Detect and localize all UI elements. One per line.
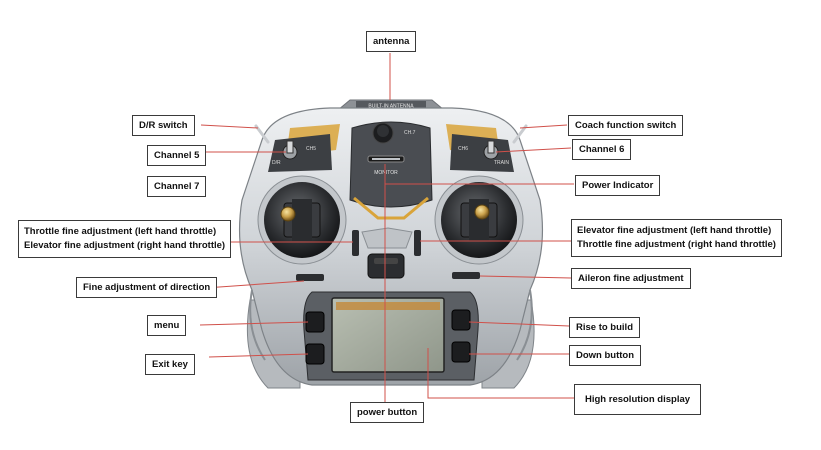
label-dr-switch: D/R switch xyxy=(132,115,195,136)
down-key xyxy=(451,341,471,363)
label-antenna: antenna xyxy=(366,31,417,52)
label-elevator-fine-right: Elevator fine adjustment (right hand thr… xyxy=(24,240,226,251)
right-horizontal-trim xyxy=(452,272,480,279)
label-throttle-fine-right: Throttle fine adjustment (right hand thr… xyxy=(577,239,776,250)
label-menu: menu xyxy=(147,315,187,336)
monitor-text: MONITOR xyxy=(374,170,398,176)
svg-text:CH.7: CH.7 xyxy=(404,130,416,136)
power-button-key xyxy=(367,253,405,279)
label-power-indicator: Power Indicator xyxy=(575,175,661,196)
leader-lines xyxy=(199,53,574,402)
label-throttle-fine-left: Throttle fine adjustment (left hand thro… xyxy=(24,226,217,237)
label-high-res-display: High resolution display xyxy=(574,384,702,415)
up-key xyxy=(451,309,471,331)
label-channel7: Channel 7 xyxy=(147,176,207,197)
menu-key xyxy=(305,311,325,333)
antenna-plate-text: BUILT-IN ANTENNA xyxy=(368,104,414,110)
left-horizontal-trim xyxy=(296,274,324,281)
svg-text:TRAIN: TRAIN xyxy=(494,160,509,166)
svg-text:CH6: CH6 xyxy=(458,146,468,152)
label-exit-key: Exit key xyxy=(145,354,195,375)
exit-key-button xyxy=(305,343,325,365)
svg-text:CH5: CH5 xyxy=(306,146,316,152)
label-rise-to-build: Rise to build xyxy=(569,317,640,338)
label-fine-direction: Fine adjustment of direction xyxy=(76,277,218,298)
label-down-button: Down button xyxy=(569,345,642,366)
label-power-button: power button xyxy=(350,402,425,423)
right-vertical-trim xyxy=(414,230,421,256)
label-coach-switch: Coach function switch xyxy=(568,115,684,136)
display-screen xyxy=(331,297,445,373)
label-channel6: Channel 6 xyxy=(572,139,632,160)
label-aileron-fine: Aileron fine adjustment xyxy=(571,268,691,289)
svg-text:D/R: D/R xyxy=(272,160,281,166)
left-vertical-trim xyxy=(352,230,359,256)
right-stick-knob xyxy=(474,204,490,220)
label-channel5: Channel 5 xyxy=(147,145,207,166)
label-throttle-elevator-left: Throttle fine adjustment (left hand thro… xyxy=(18,220,232,258)
left-stick-knob xyxy=(280,206,296,222)
label-elevator-fine-left: Elevator fine adjustment (left hand thro… xyxy=(577,225,772,236)
label-elevator-throttle-right: Elevator fine adjustment (left hand thro… xyxy=(571,219,782,257)
